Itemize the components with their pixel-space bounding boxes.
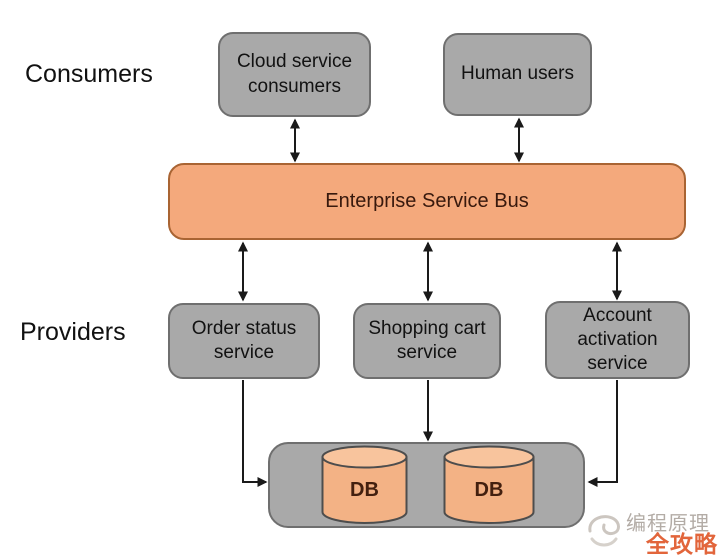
node-cloud-service-consumers: Cloud service consumers: [218, 32, 371, 117]
providers-label: Providers: [20, 318, 126, 346]
watermark-brand-text: 编程原理: [626, 513, 710, 535]
node-label: Order status service: [191, 317, 297, 363]
node-order-status-service: Order status service: [168, 303, 320, 379]
watermark: 编程原理 全攻略: [584, 503, 720, 557]
db-cylinder-1: DB: [321, 445, 408, 525]
node-label: Enterprise Service Bus: [325, 190, 529, 212]
node-human-users: Human users: [443, 33, 592, 116]
node-label: Cloud service consumers: [236, 51, 353, 97]
consumers-label: Consumers: [25, 60, 153, 88]
db-cylinder-2: DB: [443, 445, 535, 525]
node-account-activation-service: Account activation service: [545, 301, 690, 379]
cylinder-shape-icon: [321, 445, 408, 524]
db-label: DB: [350, 479, 379, 501]
node-label: Shopping cart service: [368, 317, 486, 363]
watermark-highlight-text: 全攻略: [646, 531, 718, 557]
arrow-account-db: [587, 380, 618, 487]
database-container: [268, 442, 585, 528]
node-enterprise-service-bus: Enterprise Service Bus: [168, 163, 686, 240]
db-label: DB: [474, 479, 504, 501]
arrow-order-db: [242, 380, 268, 487]
swirl-logo-icon: [588, 515, 620, 547]
cylinder-shape-icon: [443, 445, 535, 524]
node-label: Human users: [461, 63, 574, 85]
node-label: Account activation service: [577, 304, 658, 375]
node-shopping-cart-service: Shopping cart service: [353, 303, 501, 379]
